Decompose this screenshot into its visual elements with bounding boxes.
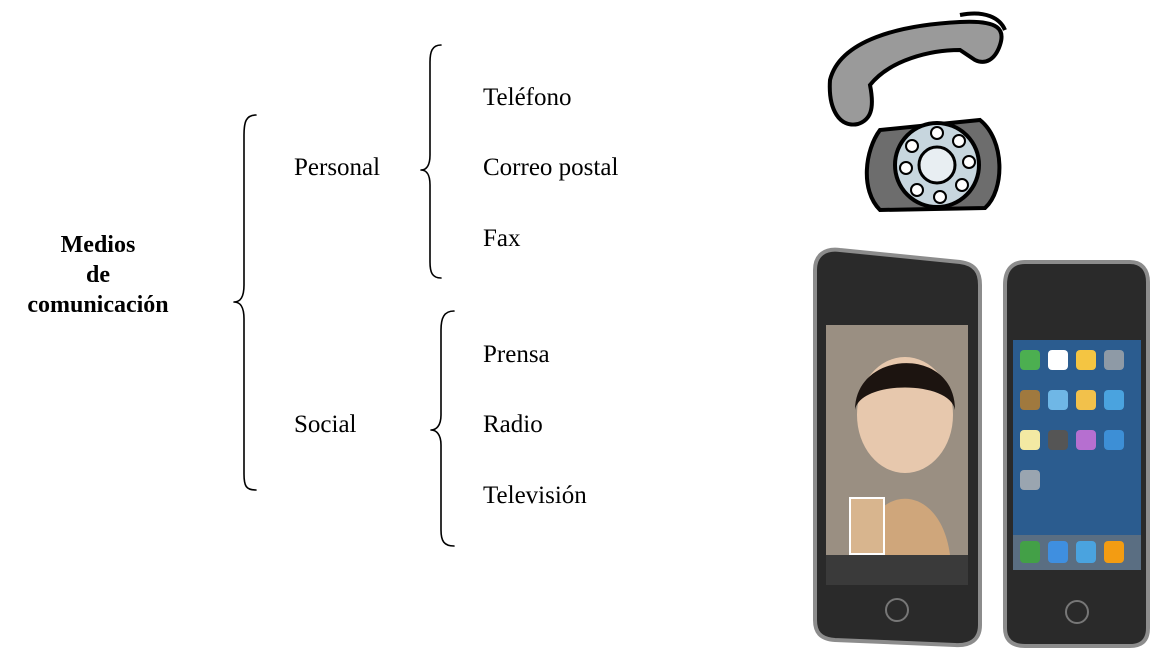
social-brace: [430, 310, 455, 547]
root-line-2: de: [86, 262, 110, 288]
smartphones-icon: [813, 247, 1150, 648]
root-line-1: Medios: [60, 232, 136, 258]
item-fax: Fax: [483, 225, 521, 252]
personal-brace: [420, 44, 442, 279]
root-line-3: comunicación: [27, 292, 169, 318]
item-correo-postal: Correo postal: [483, 154, 619, 181]
root-label: Medios de comunicación: [0, 230, 196, 320]
rotary-telephone-icon: [806, 6, 1018, 218]
branch-label-personal: Personal: [294, 154, 381, 181]
branch-label-social: Social: [294, 411, 357, 438]
item-telefono: Teléfono: [483, 84, 572, 111]
root-brace: [233, 114, 257, 491]
item-television: Televisión: [483, 482, 587, 509]
item-prensa: Prensa: [483, 341, 550, 368]
item-radio: Radio: [483, 411, 543, 438]
